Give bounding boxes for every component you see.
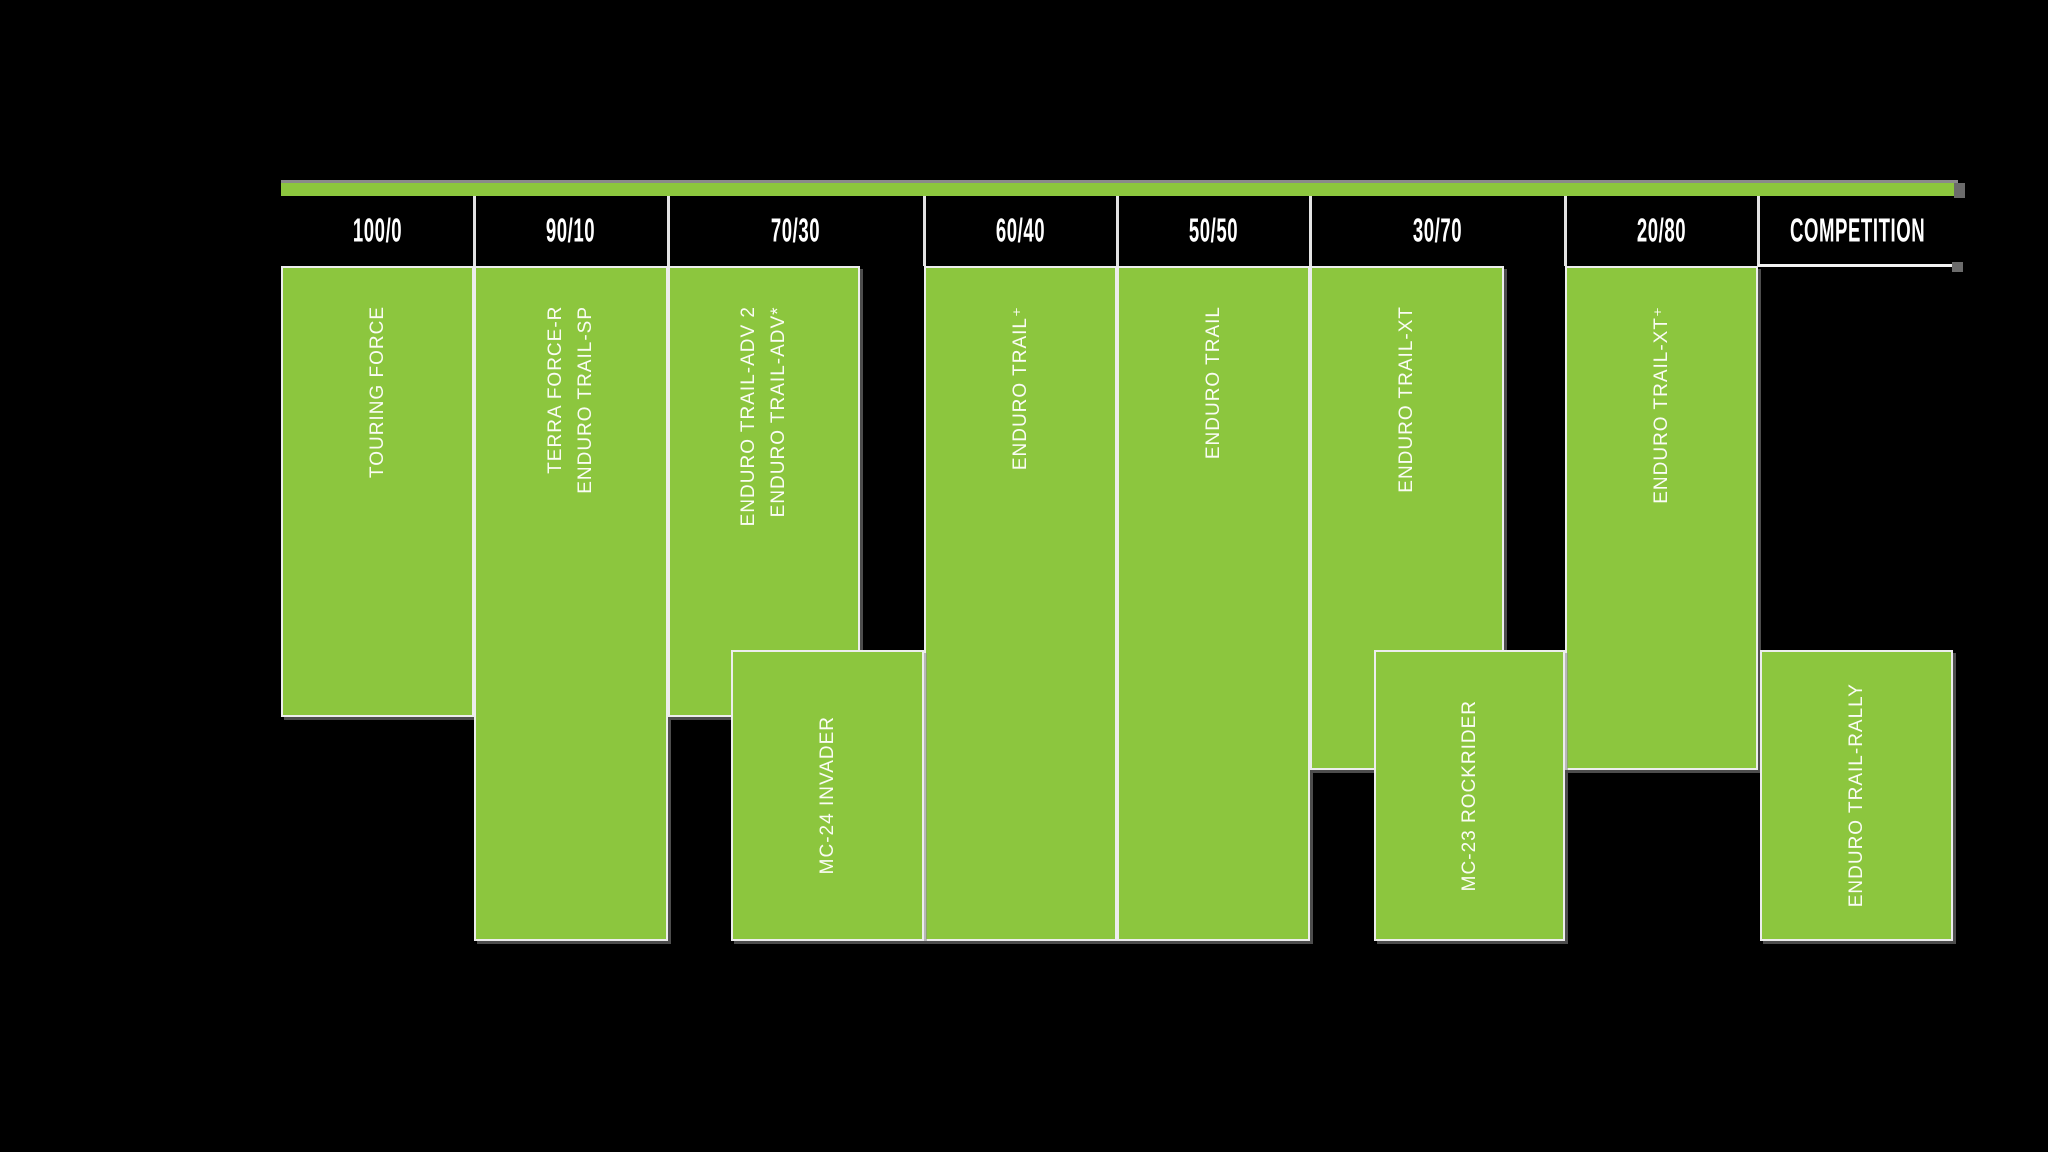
column-divider xyxy=(923,196,926,266)
product-bar-label: TERRA FORCE-R ENDURO TRAIL-SP xyxy=(541,306,601,494)
product-bar-label-line: ENDURO TRAIL-RALLY xyxy=(1845,683,1867,908)
column-header-100-0: 100/0 xyxy=(281,196,474,265)
column-header-label: 20/80 xyxy=(1636,211,1687,249)
product-bar-label: ENDURO TRAIL-XT⁺ xyxy=(1647,306,1677,504)
column-header-label: 60/40 xyxy=(995,211,1046,249)
column-header-50-50: 50/50 xyxy=(1117,196,1310,265)
product-bar-label-line: ENDURO TRAIL-XT xyxy=(1396,306,1417,493)
product-bar-mc-24-invader: MC-24 INVADER xyxy=(731,650,924,941)
product-bar-label: ENDURO TRAIL-XT xyxy=(1392,306,1422,493)
product-bar-label: TOURING FORCE xyxy=(363,306,393,478)
product-bar-label: MC-23 ROCKRIDER xyxy=(1455,700,1485,891)
product-bar-label: MC-24 INVADER xyxy=(813,716,843,874)
column-header-label: COMPETITION xyxy=(1789,211,1926,249)
product-bar-label: ENDURO TRAIL xyxy=(1199,306,1229,459)
product-bar-terra-force-r-enduro-trail-sp: TERRA FORCE-R ENDURO TRAIL-SP xyxy=(474,266,668,941)
product-bar-label: ENDURO TRAIL-RALLY xyxy=(1842,683,1872,907)
product-bar-label-line: ENDURO TRAIL-SP xyxy=(575,306,596,494)
column-divider xyxy=(1309,196,1312,266)
column-header-label: 70/30 xyxy=(771,211,821,249)
product-bar-mc-23-rockrider: MC-23 ROCKRIDER xyxy=(1374,650,1565,941)
competition-underline xyxy=(1758,264,1957,267)
product-bar-label-line: ENDURO TRAIL-ADV 2 xyxy=(738,306,759,527)
column-divider xyxy=(667,196,670,266)
column-header-20-80: 20/80 xyxy=(1565,196,1758,265)
column-header-label: 100/0 xyxy=(352,211,403,249)
product-bar-label-line: ENDURO TRAIL-ADV* xyxy=(768,306,789,517)
column-header-label: 90/10 xyxy=(546,211,596,249)
product-bar-label-line: ENDURO TRAIL-XT⁺ xyxy=(1650,306,1672,504)
product-bar-label-line: TOURING FORCE xyxy=(366,306,388,479)
product-bar-enduro-trail-adv-2-enduro-trail-adv: ENDURO TRAIL-ADV 2 ENDURO TRAIL-ADV* xyxy=(668,266,860,717)
gray-endcap xyxy=(1954,183,1965,198)
column-header-competition: COMPETITION xyxy=(1758,196,1957,265)
product-bar-enduro-trail-rally: ENDURO TRAIL-RALLY xyxy=(1760,650,1953,941)
product-bar-label-line: TERRA FORCE-R xyxy=(545,306,566,475)
product-bar-label-line: ENDURO TRAIL⁺ xyxy=(1009,306,1031,471)
column-header-label: 30/70 xyxy=(1412,211,1463,249)
product-bar-enduro-trail-xt: ENDURO TRAIL-XT⁺ xyxy=(1565,266,1758,770)
column-header-60-40: 60/40 xyxy=(924,196,1117,265)
top-accent-bar xyxy=(281,183,1958,196)
column-header-70-30: 70/30 xyxy=(668,196,924,265)
product-bar-label-line: ENDURO TRAIL xyxy=(1202,306,1224,460)
column-divider xyxy=(1564,196,1567,266)
product-bar-label: ENDURO TRAIL⁺ xyxy=(1006,306,1036,470)
product-bar-touring-force: TOURING FORCE xyxy=(281,266,474,717)
column-header-90-10: 90/10 xyxy=(474,196,668,265)
product-bar-label-line: MC-23 ROCKRIDER xyxy=(1458,699,1480,892)
column-header-30-70: 30/70 xyxy=(1310,196,1565,265)
product-bar-label: ENDURO TRAIL-ADV 2 ENDURO TRAIL-ADV* xyxy=(734,306,794,526)
column-divider xyxy=(1116,196,1119,266)
product-bar-label-line: MC-24 INVADER xyxy=(816,716,838,875)
product-bar-enduro-trail: ENDURO TRAIL⁺ xyxy=(924,266,1117,941)
column-divider xyxy=(473,196,476,266)
column-header-label: 50/50 xyxy=(1188,211,1239,249)
gray-endcap xyxy=(1952,262,1963,272)
product-bar-enduro-trail: ENDURO TRAIL xyxy=(1117,266,1310,941)
column-divider xyxy=(1757,196,1760,266)
